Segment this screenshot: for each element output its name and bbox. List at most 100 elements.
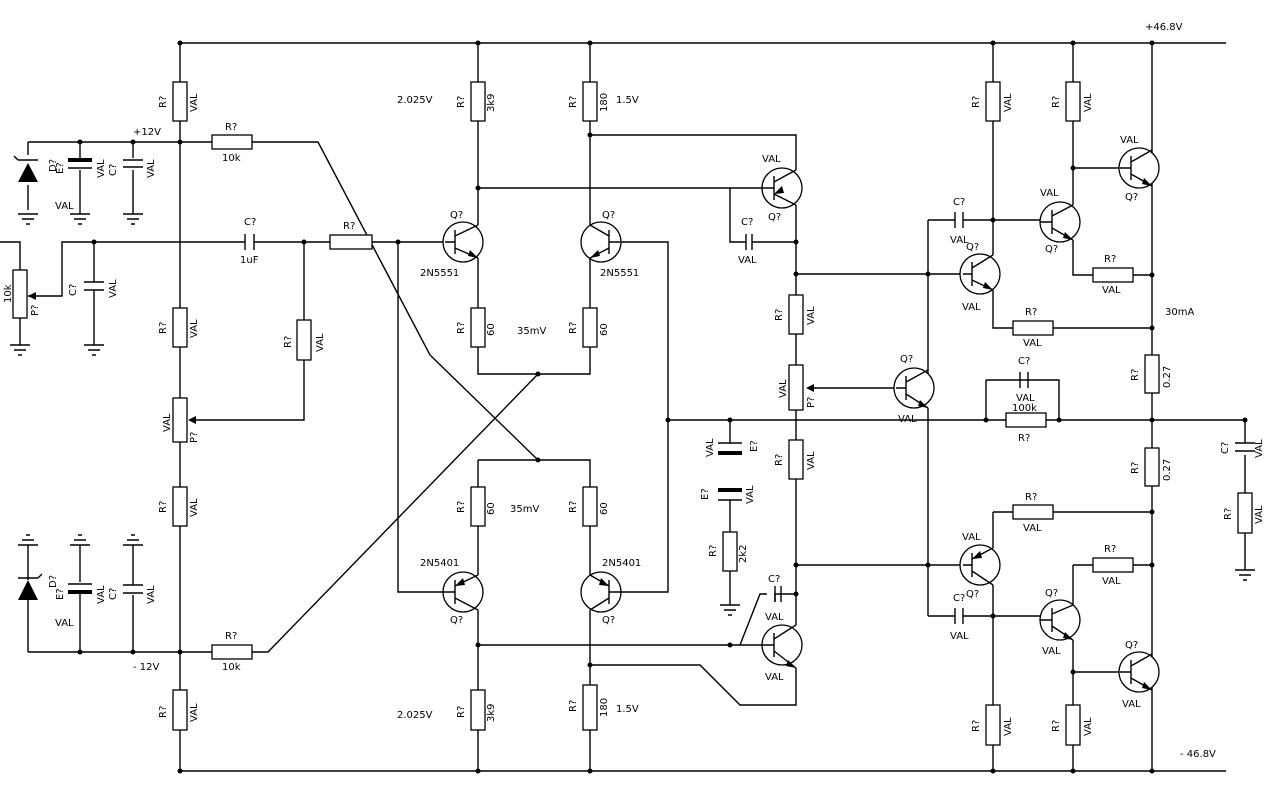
ref-label: Q? <box>602 210 615 221</box>
transistors <box>442 147 1160 693</box>
ref-label: R? <box>1025 492 1037 503</box>
ref-label: Q? <box>602 615 615 626</box>
ref-label: R? <box>568 700 579 712</box>
ref-label: R? <box>456 96 467 108</box>
ref-label: R? <box>971 720 982 732</box>
ref-label: C? <box>1018 356 1030 367</box>
value-label: VAL <box>108 279 119 298</box>
value-label: VAL <box>1040 188 1059 199</box>
ref-label: R? <box>1018 433 1030 444</box>
transistor-driver-top <box>959 253 1001 295</box>
ref-label: C? <box>953 593 965 604</box>
transistor-vas-bot <box>756 624 803 669</box>
value-label: VAL <box>1102 576 1121 587</box>
value-label: 60 <box>486 502 497 515</box>
value-label: VAL <box>806 451 817 470</box>
ref-label: E? <box>55 162 66 174</box>
ref-label: R? <box>343 221 355 232</box>
value-label: 0.27 <box>1162 366 1173 388</box>
vas-stage <box>718 205 963 646</box>
transistor-q-bot-left <box>442 571 484 613</box>
current-label: 30mA <box>1165 307 1194 318</box>
part-label: 2N5401 <box>420 558 459 569</box>
ref-label: D? <box>48 159 59 172</box>
transistor-q-top-left <box>442 221 484 263</box>
transistor-q-top-right <box>580 221 622 263</box>
value-label: VAL <box>55 201 74 212</box>
value-label: 1uF <box>240 255 259 266</box>
ref-label: R? <box>225 631 237 642</box>
value-label: VAL <box>1023 338 1042 349</box>
part-label: 2N5551 <box>600 268 639 279</box>
value-label: VAL <box>1003 717 1014 736</box>
transistor-driver-bot <box>959 544 1001 586</box>
ref-label: R? <box>971 96 982 108</box>
transistor-q-bot-right <box>580 571 622 613</box>
ref-label: R? <box>225 122 237 133</box>
ref-label: R? <box>568 501 579 513</box>
junctions <box>77 40 1248 774</box>
pos-rail-label: +46.8V <box>1145 22 1183 33</box>
value-label: VAL <box>778 379 789 398</box>
value-label: VAL <box>146 585 157 604</box>
ref-label: R? <box>158 501 169 513</box>
ref-label: R? <box>568 96 579 108</box>
ref-label: R? <box>774 309 785 321</box>
ref-label: R? <box>1051 96 1062 108</box>
value-label: VAL <box>1042 646 1061 657</box>
value-label: VAL <box>1120 135 1139 146</box>
value-label: VAL <box>146 159 157 178</box>
output-stage <box>928 43 1255 771</box>
ref-label: D? <box>48 575 59 588</box>
value-label: VAL <box>1254 505 1264 524</box>
value-label: VAL <box>1083 717 1094 736</box>
millivolt-label: 35mV <box>517 326 546 337</box>
ref-label: Q? <box>1125 192 1138 203</box>
value-label: VAL <box>950 631 969 642</box>
value-label: VAL <box>1122 699 1141 710</box>
ref-label: R? <box>1130 462 1141 474</box>
value-label: 0.27 <box>1162 459 1173 481</box>
ref-label: R? <box>456 706 467 718</box>
neg-rail-label: - 46.8V <box>1180 749 1216 760</box>
value-label: 180 <box>599 93 610 112</box>
value-label: VAL <box>898 414 917 425</box>
left-supply <box>0 141 539 653</box>
ref-label: C? <box>1220 442 1231 454</box>
value-label: VAL <box>705 438 716 457</box>
value-label: VAL <box>1016 393 1035 404</box>
ref-label: R? <box>568 322 579 334</box>
value-label: VAL <box>189 93 200 112</box>
ref-label: Q? <box>900 354 913 365</box>
ref-label: C? <box>244 217 256 228</box>
voltage-label: 1.5V <box>616 704 639 715</box>
ref-label: Q? <box>450 615 463 626</box>
transistor-power-top <box>1118 147 1160 189</box>
ref-label: E? <box>749 440 760 452</box>
ref-label: Q? <box>1125 640 1138 651</box>
pos12-label: +12V <box>133 127 161 138</box>
value-label: VAL <box>1023 523 1042 534</box>
ref-label: Q? <box>966 589 979 600</box>
ref-label: R? <box>456 322 467 334</box>
value-label: VAL <box>962 532 981 543</box>
voltage-label: 2.025V <box>397 710 433 721</box>
value-label: 100k <box>1012 403 1037 414</box>
value-label: VAL <box>765 612 784 623</box>
ref-label: P? <box>189 432 200 443</box>
ref-label: R? <box>158 706 169 718</box>
voltage-label: 1.5V <box>616 95 639 106</box>
ref-label: E? <box>55 588 66 600</box>
value-label: 180 <box>599 698 610 717</box>
vertical-labels: R? VAL R? VAL R? VAL R? VAL VAL P? 10k P… <box>3 93 1264 736</box>
value-label: 3k9 <box>486 703 497 722</box>
ref-label: C? <box>108 164 119 176</box>
ref-label: C? <box>953 197 965 208</box>
ref-label: E? <box>700 488 711 500</box>
value-label: VAL <box>950 235 969 246</box>
ref-label: Q? <box>768 212 781 223</box>
value-label: 3k9 <box>486 93 497 112</box>
ref-label: R? <box>456 501 467 513</box>
value-label: VAL <box>962 302 981 313</box>
transistor-pre-top <box>1039 201 1081 243</box>
